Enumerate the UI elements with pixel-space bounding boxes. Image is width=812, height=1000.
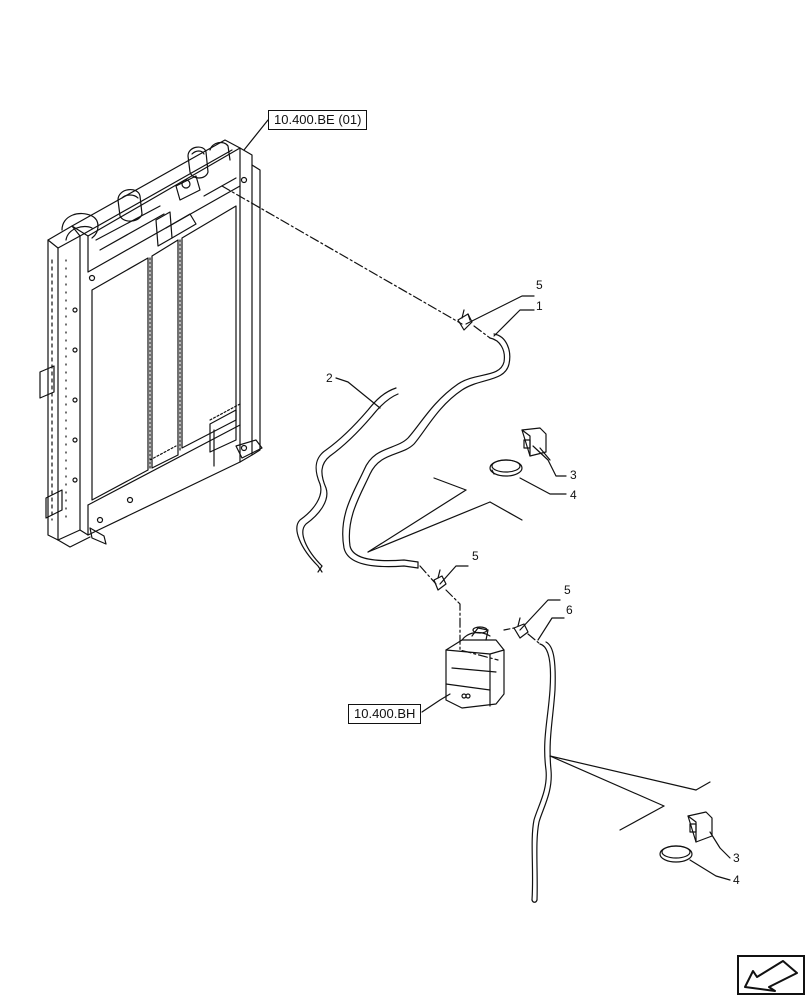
detail-pointer-upper	[367, 477, 523, 553]
coolant-reservoir	[445, 626, 505, 709]
callout-3-lower: 3	[733, 851, 740, 865]
reference-radiator[interactable]: 10.400.BE (01)	[268, 110, 368, 130]
callout-6: 6	[566, 603, 573, 617]
tie-4-lower	[659, 845, 693, 863]
clip-5-top	[457, 309, 473, 331]
reference-reservoir[interactable]: 10.400.BH	[348, 704, 422, 724]
callout-5-top: 5	[536, 278, 543, 292]
callout-5-right: 5	[564, 583, 571, 597]
detail-pointer-lower	[549, 755, 711, 831]
callout-4-lower: 4	[733, 873, 740, 887]
clip-3-lower	[687, 811, 713, 843]
hose-6	[531, 641, 556, 903]
nav-arrow-button[interactable]	[737, 955, 805, 995]
arrow-down-left-icon	[744, 960, 798, 992]
callout-2: 2	[326, 371, 333, 385]
hose-2	[296, 387, 399, 573]
clip-5-middle	[433, 569, 447, 591]
radiator-assembly	[39, 139, 263, 548]
leader-radiator-to-clip	[221, 185, 463, 325]
hose-1	[342, 333, 511, 569]
callout-5-middle: 5	[472, 549, 479, 563]
callout-3-upper: 3	[570, 468, 577, 482]
clip-3-upper	[521, 427, 551, 461]
clip-5-right	[513, 617, 529, 639]
tie-4-upper	[489, 459, 523, 477]
callout-1: 1	[536, 299, 543, 313]
callout-4-upper: 4	[570, 488, 577, 502]
